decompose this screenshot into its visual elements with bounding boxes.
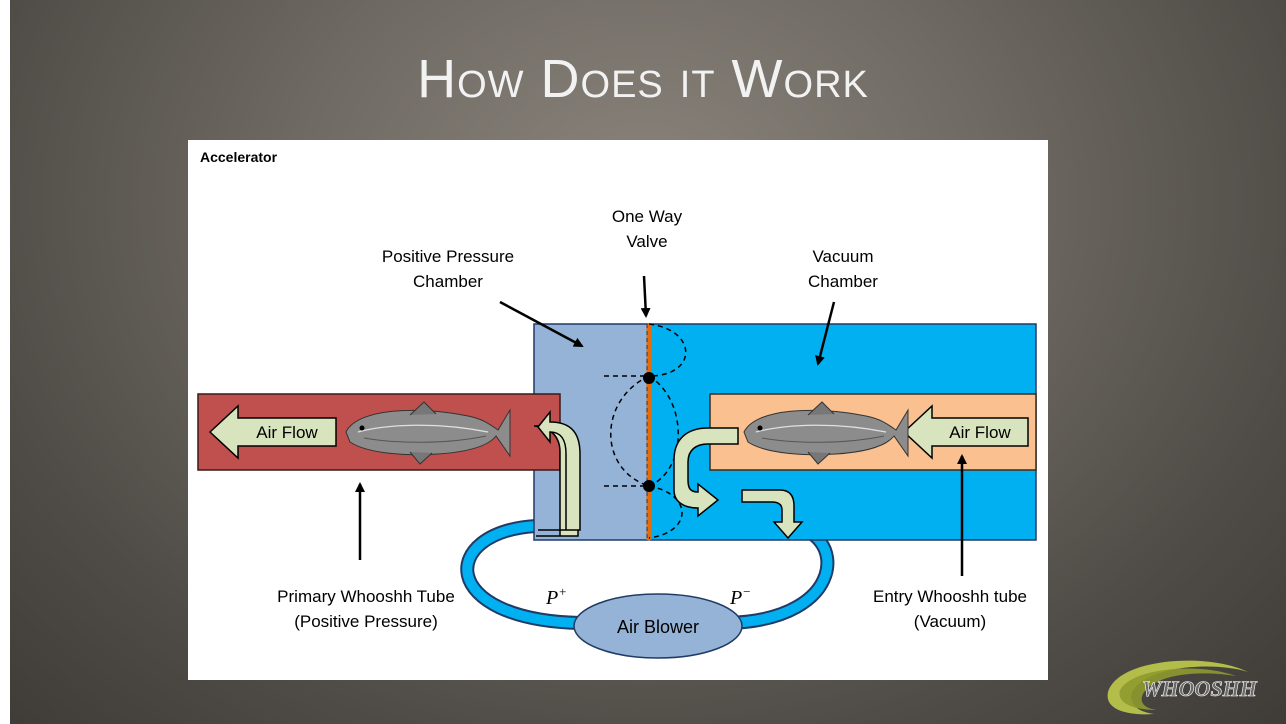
valve-flap-middle — [604, 375, 650, 487]
valve-label-line1: One Way — [612, 207, 683, 226]
p-plus-label: P+ — [545, 584, 567, 609]
valve-flap-right — [648, 375, 679, 487]
accelerator-label: Accelerator — [200, 149, 278, 165]
whooshh-logo: WHOOSHH — [1107, 660, 1258, 715]
valve-hinge-lower — [643, 480, 655, 492]
salmon-icon-right — [743, 401, 909, 465]
entry-label-line2: (Vacuum) — [914, 612, 986, 631]
salmon-icon-left — [345, 401, 511, 465]
air-blower-label: Air Blower — [617, 617, 699, 637]
entry-label-line1: Entry Whooshh tube — [873, 587, 1027, 606]
p-minus-label: P− — [729, 584, 751, 609]
slide-left-edge — [0, 0, 10, 724]
valve-pointer — [640, 275, 651, 318]
vacuum-pointer — [815, 301, 836, 366]
slide-title: How Does it Work — [417, 49, 869, 109]
primary-label-line2: (Positive Pressure) — [294, 612, 438, 631]
positive-pointer — [499, 300, 584, 348]
air-flow-label-right: Air Flow — [949, 423, 1011, 442]
positive-label-line2: Chamber — [413, 272, 483, 291]
primary-label-line1: Primary Whooshh Tube — [277, 587, 455, 606]
air-flow-arrow-right — [902, 404, 1029, 460]
air-flow-arrow-left — [208, 404, 337, 460]
positive-label-line1: Positive Pressure — [382, 247, 514, 266]
air-flow-label-left: Air Flow — [256, 423, 318, 442]
flow-arrow-vacuum-curve — [673, 427, 739, 518]
valve-hinge-upper — [643, 372, 655, 384]
flow-arrow-vacuum-down — [741, 489, 804, 540]
logo-text: WHOOSHH — [1142, 676, 1258, 701]
vacuum-label-line1: Vacuum — [812, 247, 873, 266]
vacuum-label-line2: Chamber — [808, 272, 878, 291]
valve-flap-lower — [648, 485, 683, 539]
positive-loop — [462, 521, 658, 628]
valve-label-line2: Valve — [626, 232, 667, 251]
valve-flap-upper — [604, 323, 687, 377]
air-blower — [573, 593, 743, 659]
diagram-panel: Accelerator Air Flow Air Flow — [188, 140, 1048, 680]
flow-arrow-positive-up — [537, 409, 581, 531]
accelerator-diagram: Accelerator Air Flow Air Flow — [197, 149, 1037, 659]
